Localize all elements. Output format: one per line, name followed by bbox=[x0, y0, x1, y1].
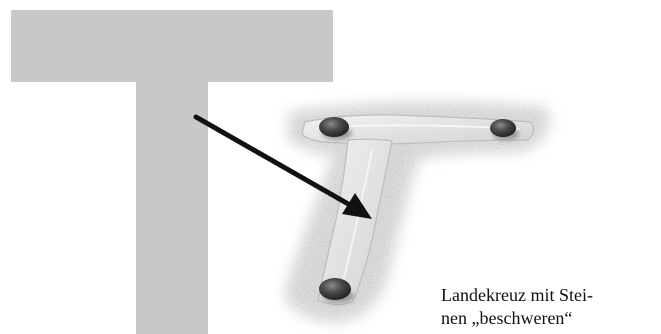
arrow-icon bbox=[193, 114, 372, 219]
caption-line-2: nen „beschweren“ bbox=[441, 308, 573, 328]
landing-cross bbox=[301, 114, 535, 306]
stone-bottom bbox=[319, 278, 354, 303]
landing-cross-stem bbox=[317, 138, 393, 306]
landing-cross-crossbar bbox=[301, 114, 535, 145]
letter-t-crossbar bbox=[11, 10, 333, 82]
caption: Landekreuz mit Stei- nen „beschweren“ bbox=[441, 284, 656, 330]
stone-right bbox=[490, 119, 519, 140]
caption-line-1: Landekreuz mit Stei- bbox=[441, 285, 593, 305]
letter-t-stem bbox=[136, 82, 208, 334]
stones bbox=[319, 117, 519, 303]
stone-left bbox=[319, 117, 352, 140]
